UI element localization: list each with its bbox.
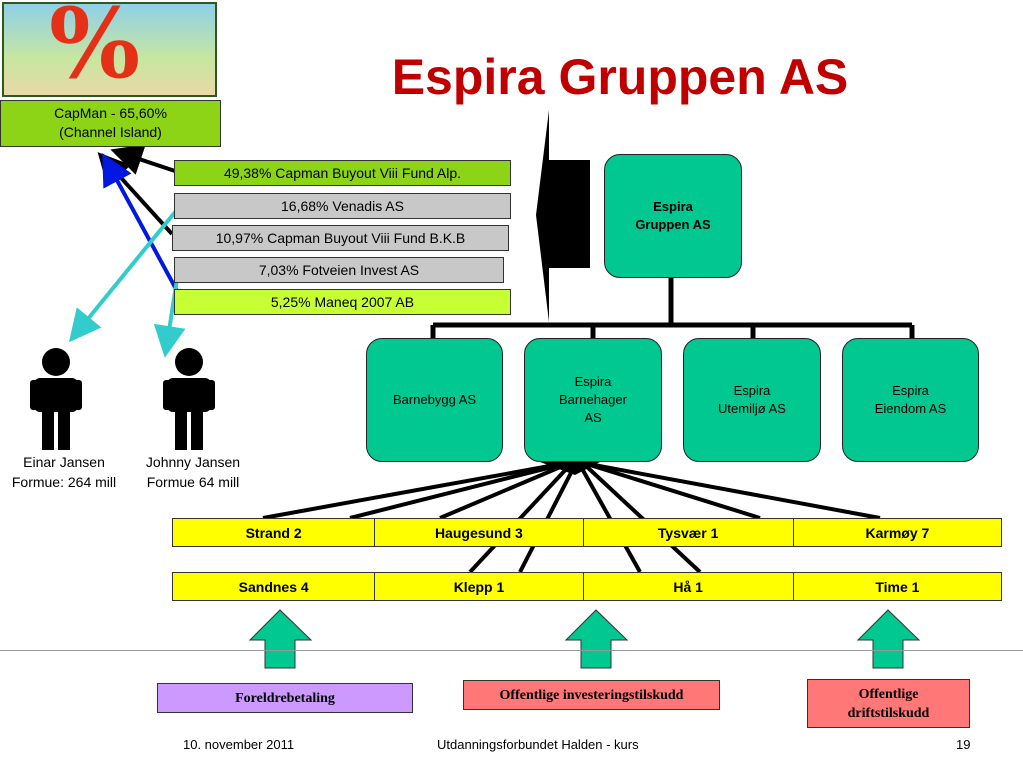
percent-logo: % <box>2 2 217 97</box>
kindergarten-cell: Haugesund 3 <box>374 518 584 547</box>
capman-box: CapMan - 65,60% (Channel Island) <box>0 100 221 147</box>
org-line: Espira <box>892 383 929 398</box>
person-johnny: Johnny Jansen Formue 64 mill <box>130 452 256 492</box>
capman-location: (Channel Island) <box>59 124 162 140</box>
arrow-up-2 <box>564 609 629 669</box>
funding-line: Offentlige <box>858 687 919 702</box>
shareholder-maneq: 5,25% Maneq 2007 AB <box>174 289 511 315</box>
shareholder-fotveien: 7,03% Fotveien Invest AS <box>174 257 504 283</box>
footer-center: Utdanningsforbundet Halden - kurs <box>437 737 639 752</box>
person-wealth: Formue 64 mill <box>146 474 240 490</box>
funding-line: driftstilskudd <box>847 706 930 721</box>
shareholder-capman-alp: 49,38% Capman Buyout Viii Fund Alp. <box>174 160 511 186</box>
person-icon-einar <box>30 348 82 450</box>
kindergarten-cell: Klepp 1 <box>374 572 584 601</box>
capman-name: CapMan - 65,60% <box>54 105 167 121</box>
footer-date: 10. november 2011 <box>183 737 295 752</box>
kindergarten-cell: Time 1 <box>792 572 1003 601</box>
org-barnebygg: Barnebygg AS <box>366 338 503 462</box>
kindergarten-cell: Karmøy 7 <box>792 518 1003 547</box>
person-name: Einar Jansen <box>23 454 105 470</box>
divider <box>0 650 1023 651</box>
org-line: Gruppen AS <box>635 217 711 232</box>
person-wealth: Formue: 264 mill <box>11 474 117 490</box>
big-left-arrow <box>536 110 590 322</box>
arrow-up-1 <box>248 609 313 669</box>
kindergarten-row-2: Sandnes 4 Klepp 1 Hå 1 Time 1 <box>171 572 1003 601</box>
org-line: Espira <box>733 383 771 398</box>
page-title: Espira Gruppen AS <box>391 49 849 105</box>
kindergarten-cell: Sandnes 4 <box>171 572 376 601</box>
kindergarten-cell: Hå 1 <box>582 572 794 601</box>
funding-line: Offentlige investeringstilskudd <box>499 688 684 703</box>
arrow-fund-alp-to-capman <box>110 144 179 175</box>
funding-foreldrebetaling: Foreldrebetaling <box>157 683 413 713</box>
org-line: Espira <box>653 199 693 214</box>
shareholder-venadis: 16,68% Venadis AS <box>174 193 511 219</box>
org-line: AS <box>584 410 602 425</box>
funding-line: Foreldrebetaling <box>235 691 335 706</box>
kindergarten-row-1: Strand 2 Haugesund 3 Tysvær 1 Karmøy 7 <box>171 518 1003 547</box>
org-line: Barnebygg AS <box>392 392 477 407</box>
person-icon-johnny <box>163 348 215 450</box>
arrow-up-3 <box>856 609 921 669</box>
person-einar: Einar Jansen Formue: 264 mill <box>0 452 128 492</box>
person-name: Johnny Jansen <box>145 454 241 470</box>
org-line: Eiendom AS <box>874 401 947 416</box>
shareholder-capman-bkb: 10,97% Capman Buyout Viii Fund B.K.B <box>172 225 509 251</box>
funding-investeringstilskudd: Offentlige investeringstilskudd <box>463 680 720 710</box>
arrow-to-einar <box>68 204 182 343</box>
org-line: Utemiljø AS <box>718 401 786 416</box>
arrow-maneq-to-capman <box>102 152 184 301</box>
kindergarten-cell: Tysvær 1 <box>582 518 794 547</box>
footer-page-number: 19 <box>956 737 971 752</box>
funding-driftstilskudd: Offentlige driftstilskudd <box>807 679 970 728</box>
kindergarten-cell: Strand 2 <box>171 518 376 547</box>
percent-icon: % <box>49 2 141 97</box>
org-line: Barnehager <box>559 392 627 407</box>
org-line: Espira <box>574 374 612 389</box>
